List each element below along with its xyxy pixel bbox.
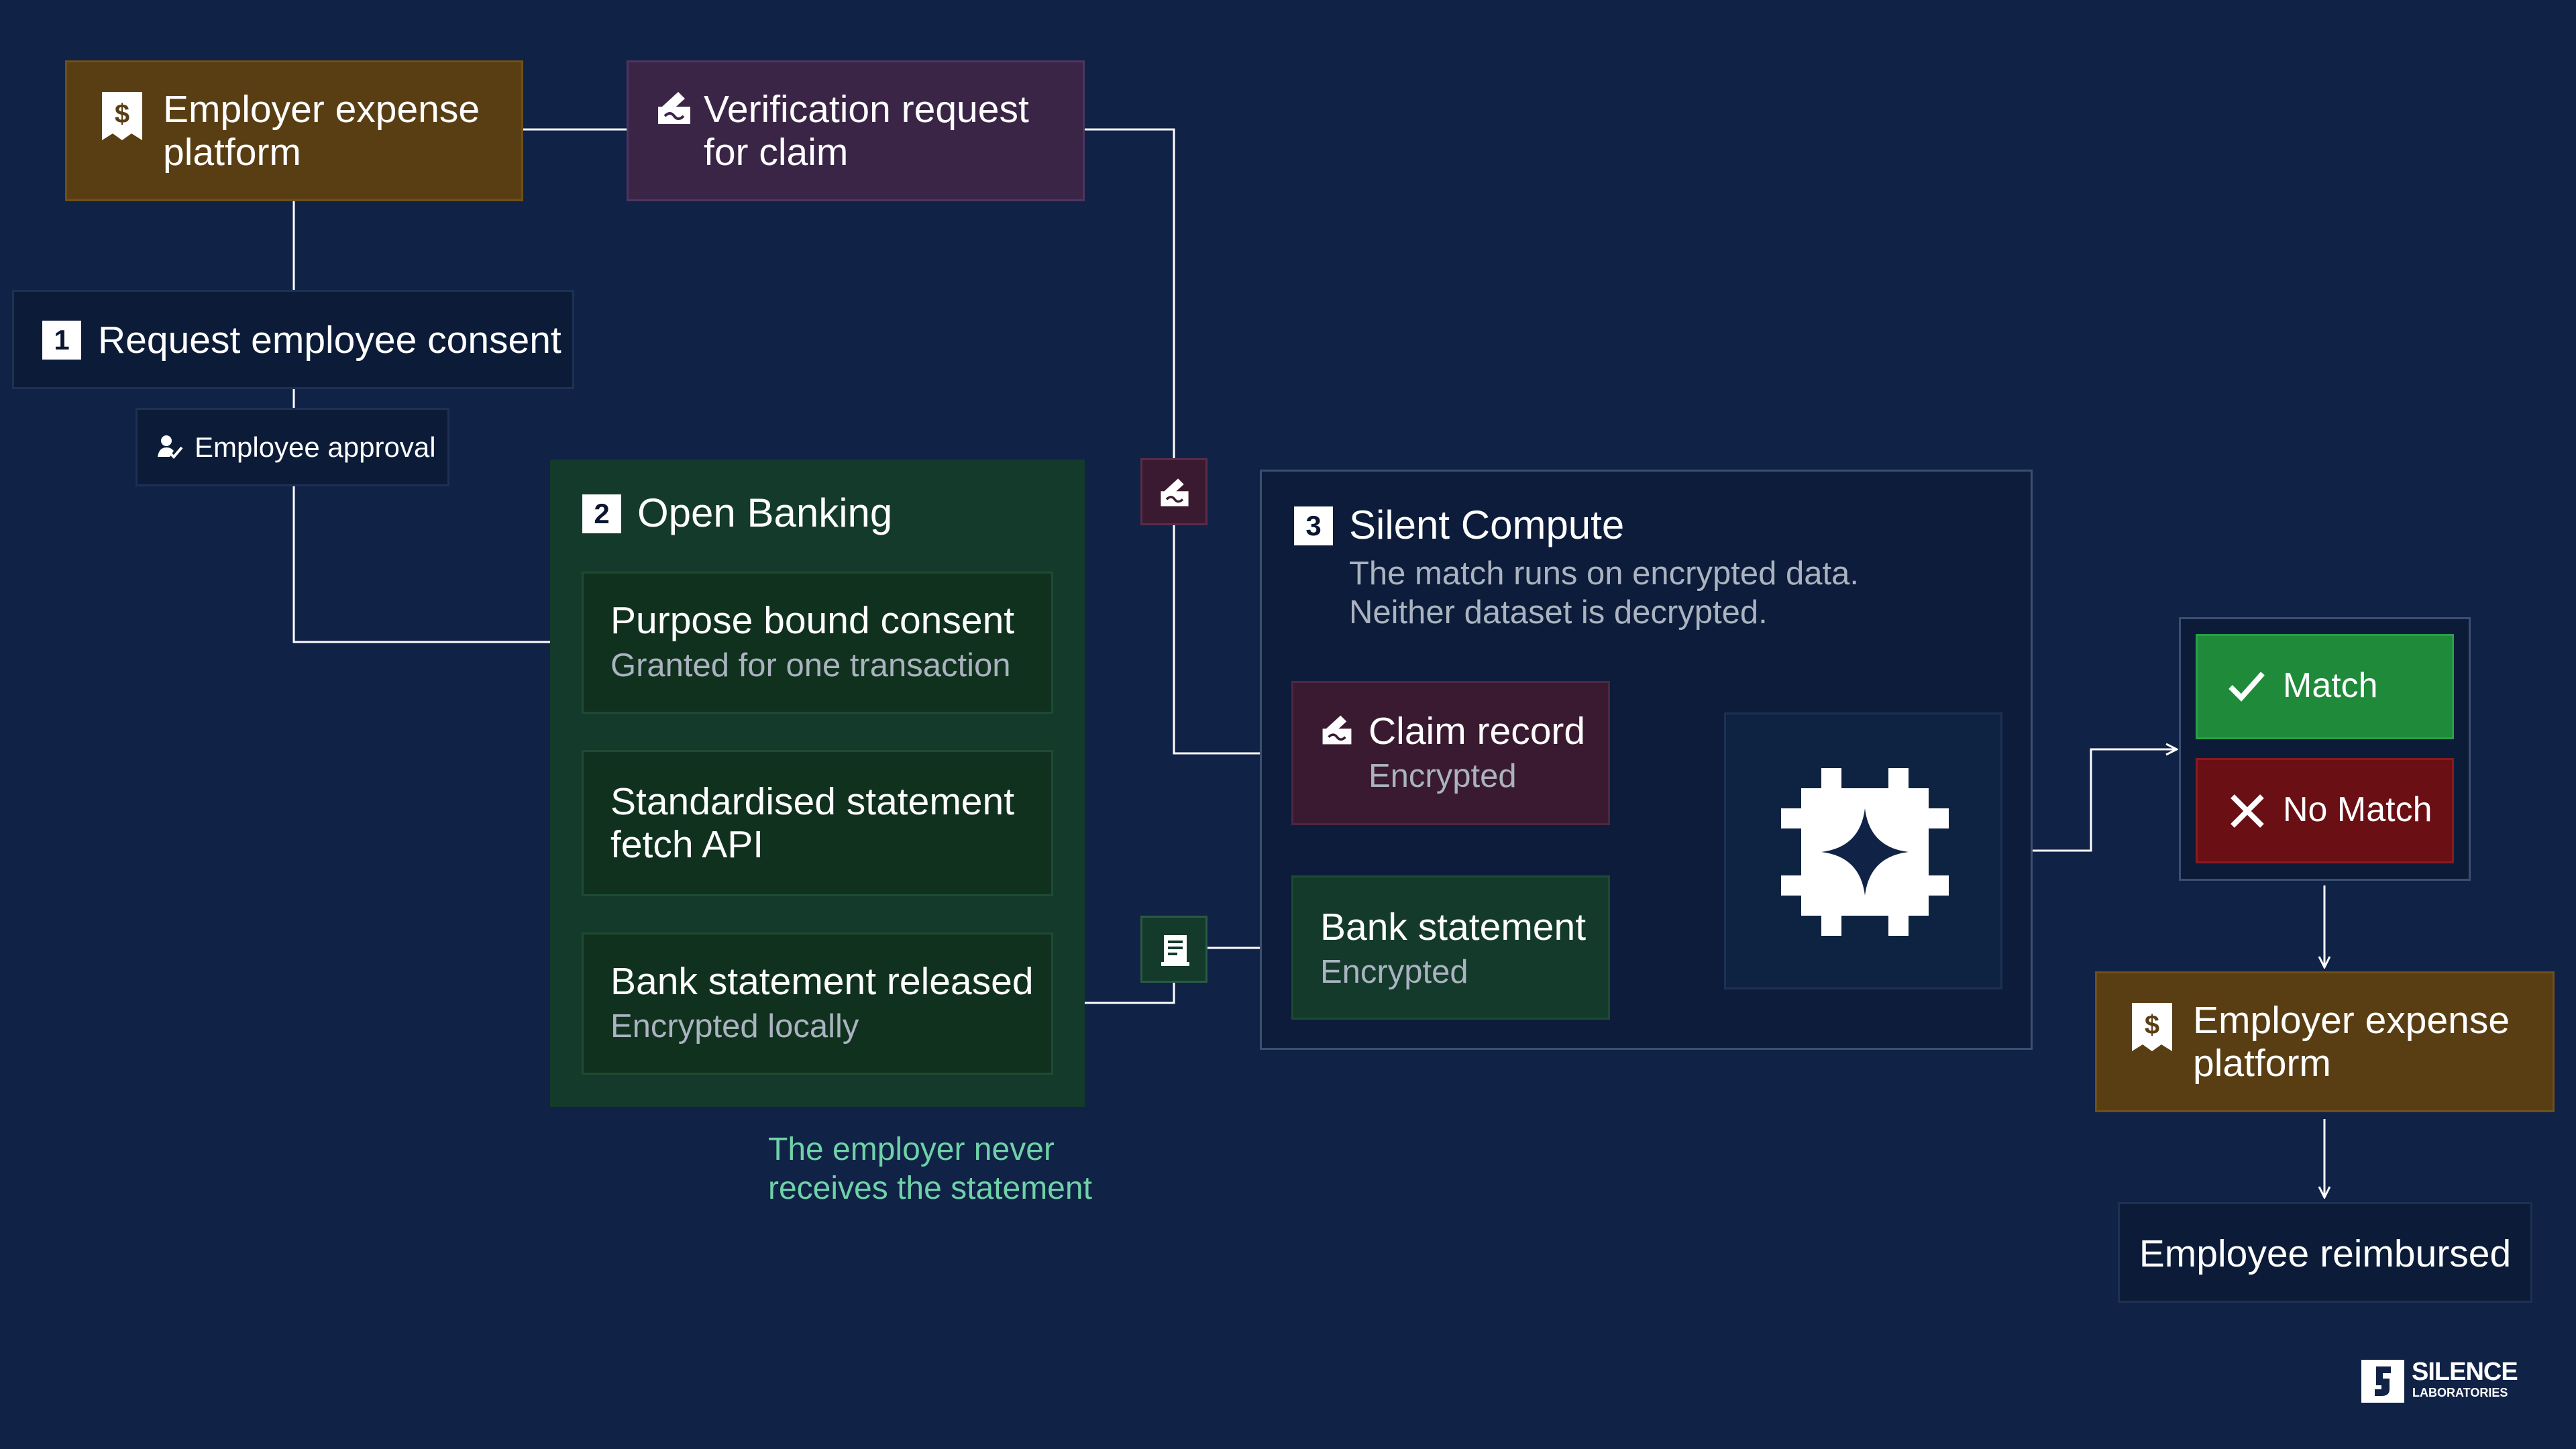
claim-record: Claim record Encrypted bbox=[1291, 681, 1610, 825]
silence-laboratories-logo: SILENCE LABORATORIES bbox=[2361, 1358, 2529, 1405]
bank-statement-released: Bank statement released Encrypted locall… bbox=[582, 932, 1053, 1075]
open-banking-title: Open Banking bbox=[637, 490, 893, 535]
silent-compute-desc-1: The match runs on encrypted data. bbox=[1349, 555, 1859, 592]
silent-compute-title: Silent Compute bbox=[1349, 502, 1625, 547]
employee-reimbursed: Employee reimbursed bbox=[2118, 1202, 2532, 1303]
verification-request: Verification request for claim bbox=[627, 60, 1085, 201]
bank-statement-released-title: Bank statement released bbox=[610, 960, 1034, 1003]
line-approval-openbanking bbox=[292, 486, 578, 642]
statement-fetch-api-title: Standardised statement fetch API bbox=[610, 780, 1015, 866]
silent-compute-desc-2: Neither dataset is decrypted. bbox=[1349, 594, 1768, 631]
dollar-receipt-icon: $ bbox=[2132, 1003, 2172, 1051]
employer-platform-bottom-label: Employer expense platform bbox=[2193, 999, 2510, 1085]
bank-statement-encrypted-sub: Encrypted bbox=[1320, 954, 1468, 990]
match-label: Match bbox=[2283, 666, 2378, 705]
bank-statement-released-sub: Encrypted locally bbox=[610, 1008, 859, 1044]
employer-platform-top-label: Employer expense platform bbox=[163, 88, 480, 174]
logo-mark-icon bbox=[2361, 1360, 2404, 1403]
person-check-icon bbox=[158, 435, 183, 459]
step1-request-consent: 1 Request employee consent bbox=[12, 290, 574, 389]
claim-record-title: Claim record bbox=[1368, 710, 1586, 753]
logo-line-2: LABORATORIES bbox=[2412, 1386, 2508, 1399]
employer-never-note: The employer never receives the statemen… bbox=[768, 1132, 1092, 1206]
employee-approval-label: Employee approval bbox=[195, 431, 436, 463]
bank-statement-encrypted-title: Bank statement bbox=[1320, 906, 1587, 949]
step1-label: Request employee consent bbox=[98, 319, 561, 362]
x-icon bbox=[2231, 794, 2264, 828]
dollar-receipt-icon: $ bbox=[102, 92, 142, 140]
statement-fetch-api: Standardised statement fetch API bbox=[582, 750, 1053, 896]
no-match-label: No Match bbox=[2283, 790, 2432, 829]
statement-badge bbox=[1140, 916, 1208, 983]
employee-approval: Employee approval bbox=[136, 408, 449, 486]
line-released-badge bbox=[1058, 983, 1175, 1004]
employer-platform-top: $ Employer expense platform bbox=[65, 60, 523, 201]
claim-badge bbox=[1140, 458, 1208, 525]
compute-chip-panel bbox=[1724, 712, 2002, 989]
document-icon bbox=[1161, 935, 1189, 966]
no-match-result: No Match bbox=[2196, 758, 2454, 863]
employee-reimbursed-label: Employee reimbursed bbox=[2139, 1232, 2512, 1275]
check-icon bbox=[2229, 672, 2265, 702]
step2-number: 2 bbox=[582, 494, 621, 533]
step1-number: 1 bbox=[42, 321, 81, 360]
claim-record-sub: Encrypted bbox=[1368, 758, 1517, 794]
line-chip-results bbox=[2004, 749, 2177, 852]
svg-text:$: $ bbox=[115, 99, 129, 129]
verification-request-label: Verification request for claim bbox=[704, 88, 1029, 174]
compute-chip-icon bbox=[1781, 768, 1949, 936]
svg-text:$: $ bbox=[2145, 1010, 2159, 1040]
line-badge-claim bbox=[1173, 525, 1289, 753]
match-result: Match bbox=[2196, 634, 2454, 739]
line-verification-badge bbox=[1085, 128, 1175, 458]
signature-icon bbox=[1322, 715, 1352, 745]
purpose-bound-consent: Purpose bound consent Granted for one tr… bbox=[582, 572, 1053, 714]
step3-number: 3 bbox=[1294, 506, 1333, 545]
bank-statement-encrypted: Bank statement Encrypted bbox=[1291, 875, 1610, 1020]
purpose-bound-consent-title: Purpose bound consent bbox=[610, 599, 1015, 642]
signature-icon bbox=[658, 92, 690, 124]
purpose-bound-consent-sub: Granted for one transaction bbox=[610, 647, 1011, 684]
signature-icon bbox=[1161, 478, 1189, 506]
logo-line-1: SILENCE bbox=[2412, 1358, 2518, 1386]
employer-platform-bottom: $ Employer expense platform bbox=[2095, 971, 2555, 1112]
